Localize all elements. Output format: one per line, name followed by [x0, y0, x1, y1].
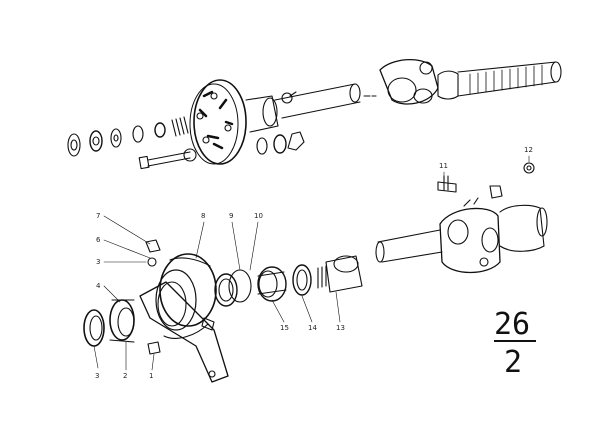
sheet-number-top: 26: [494, 307, 530, 342]
callout-2: 2: [123, 372, 127, 380]
callout-7: 7: [96, 212, 100, 220]
callout-1: 1: [149, 372, 153, 380]
callout-leaders: [93, 155, 530, 371]
sheet-number-bottom: 2: [504, 345, 522, 380]
callout-4: 4: [96, 282, 101, 290]
callout-labels: 7 6 3 4 3 2 1 8 9 10 15 14 13 11 12: [95, 146, 533, 380]
callout-12: 12: [524, 146, 533, 154]
lower-center-bearing-assembly: [83, 162, 548, 383]
callout-11: 11: [439, 162, 448, 170]
upper-propshaft-assembly: [67, 59, 562, 170]
callout-15: 15: [280, 324, 289, 332]
callout-8: 8: [201, 212, 205, 220]
callout-10: 10: [254, 212, 263, 220]
callout-14: 14: [308, 324, 317, 332]
callout-6: 6: [96, 236, 101, 244]
callout-3-lower: 3: [95, 372, 99, 380]
callout-3-upper: 3: [96, 258, 100, 266]
callout-13: 13: [336, 324, 345, 332]
sheet-number: 26 2: [494, 307, 536, 380]
callout-9: 9: [229, 212, 233, 220]
